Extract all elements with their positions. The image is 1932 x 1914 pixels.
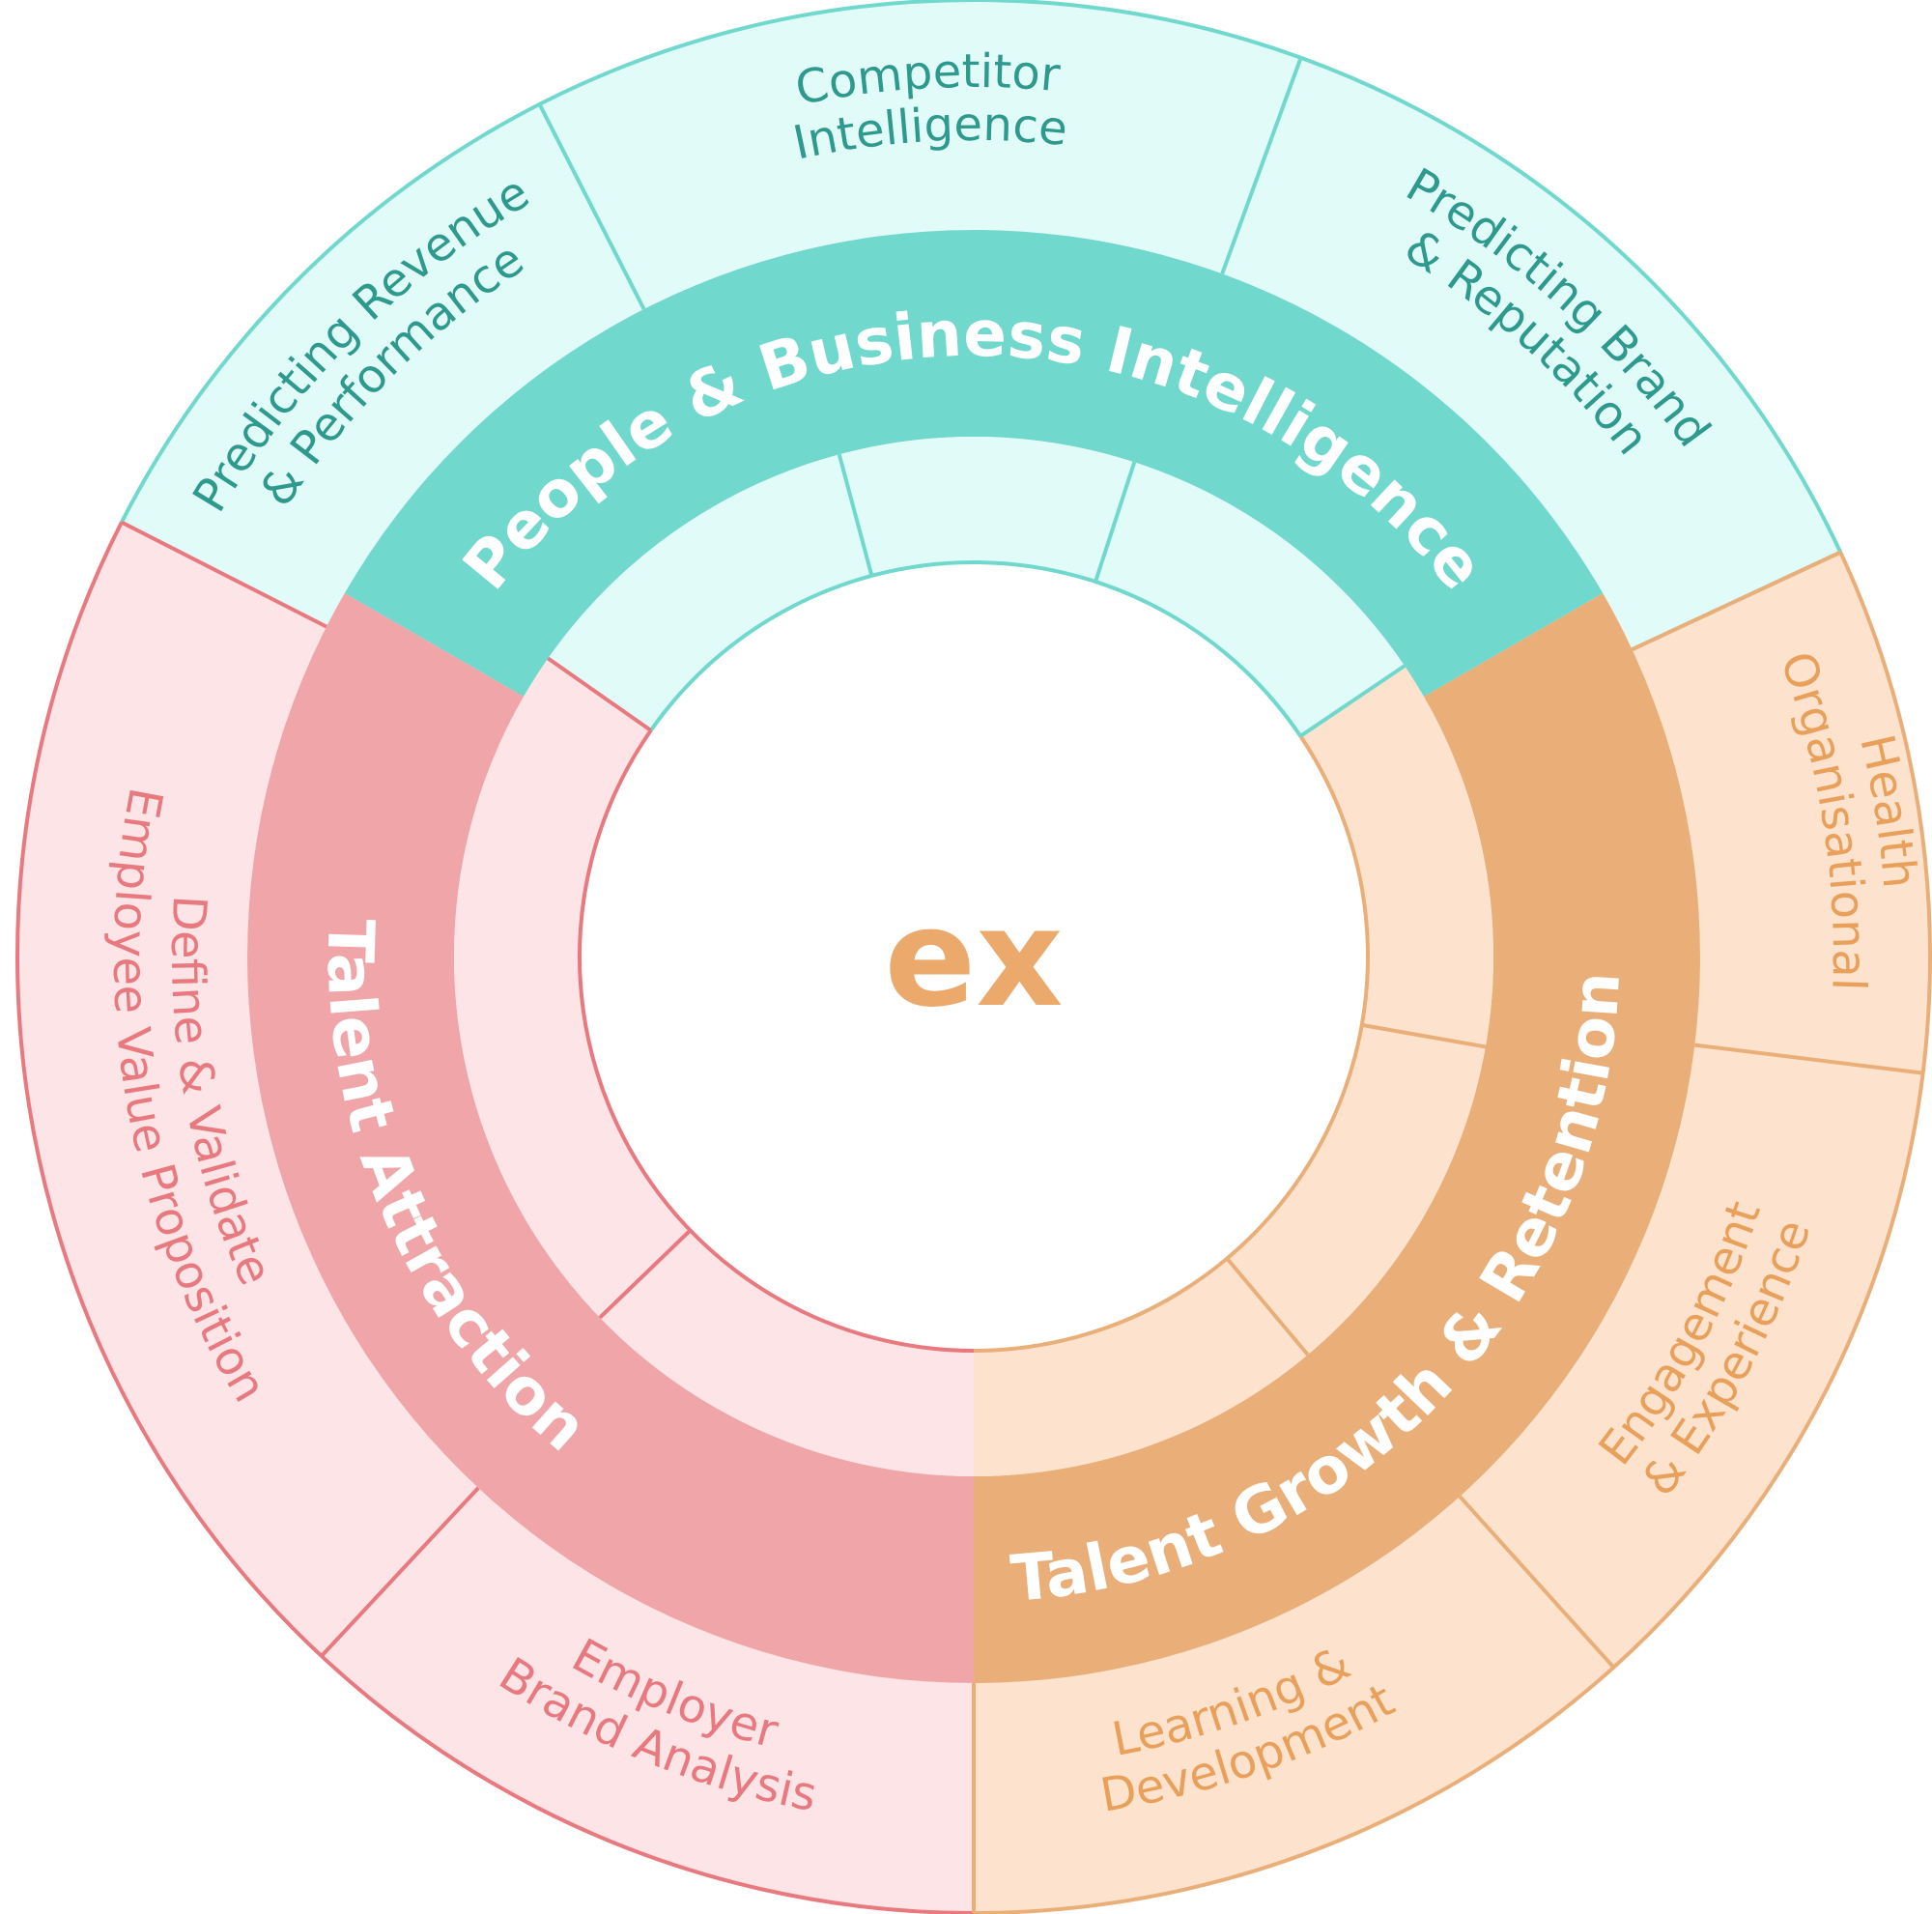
pink-inner-ring xyxy=(453,658,974,1476)
ring-fills xyxy=(16,0,1931,1914)
pink-inner-edge xyxy=(578,728,975,1353)
pink-band xyxy=(247,593,974,1683)
outer-divider-3 xyxy=(1631,550,1842,652)
outer-divider-1 xyxy=(1220,57,1303,275)
ring-dividers xyxy=(15,0,1932,1914)
inner-divider-4 xyxy=(598,1228,692,1320)
outer-divider-7 xyxy=(320,1486,480,1658)
orange-inner-edge xyxy=(973,734,1370,1353)
teal-outer-edge xyxy=(120,0,1843,554)
teal-inner-ring xyxy=(548,437,1406,736)
pink-outer-edge xyxy=(15,521,975,1914)
orange-outer-ring xyxy=(974,552,1931,1913)
pink-outer-ring xyxy=(16,522,975,1914)
inner-divider-5 xyxy=(547,656,652,732)
outer-divider-5 xyxy=(1458,1495,1615,1670)
inner-divider-6 xyxy=(1299,664,1406,738)
teal-band xyxy=(344,230,1604,698)
ex-logo: ex xyxy=(884,880,1063,1038)
inner-divider-2 xyxy=(1361,1022,1487,1049)
outer-divider-8 xyxy=(120,520,327,629)
outer-divider-0 xyxy=(537,102,646,310)
orange-outer-edge xyxy=(973,551,1932,1914)
outer-divider-4 xyxy=(1694,1043,1923,1075)
orange-band xyxy=(974,593,1700,1683)
inner-divider-1 xyxy=(1094,461,1137,583)
orange-inner-ring xyxy=(974,666,1493,1476)
center-logo: ex xyxy=(884,880,1063,1038)
inner-divider-3 xyxy=(1225,1257,1310,1357)
inner-divider-0 xyxy=(837,453,874,577)
teal-inner-edge xyxy=(649,560,1302,737)
teal-outer-ring xyxy=(121,0,1841,650)
